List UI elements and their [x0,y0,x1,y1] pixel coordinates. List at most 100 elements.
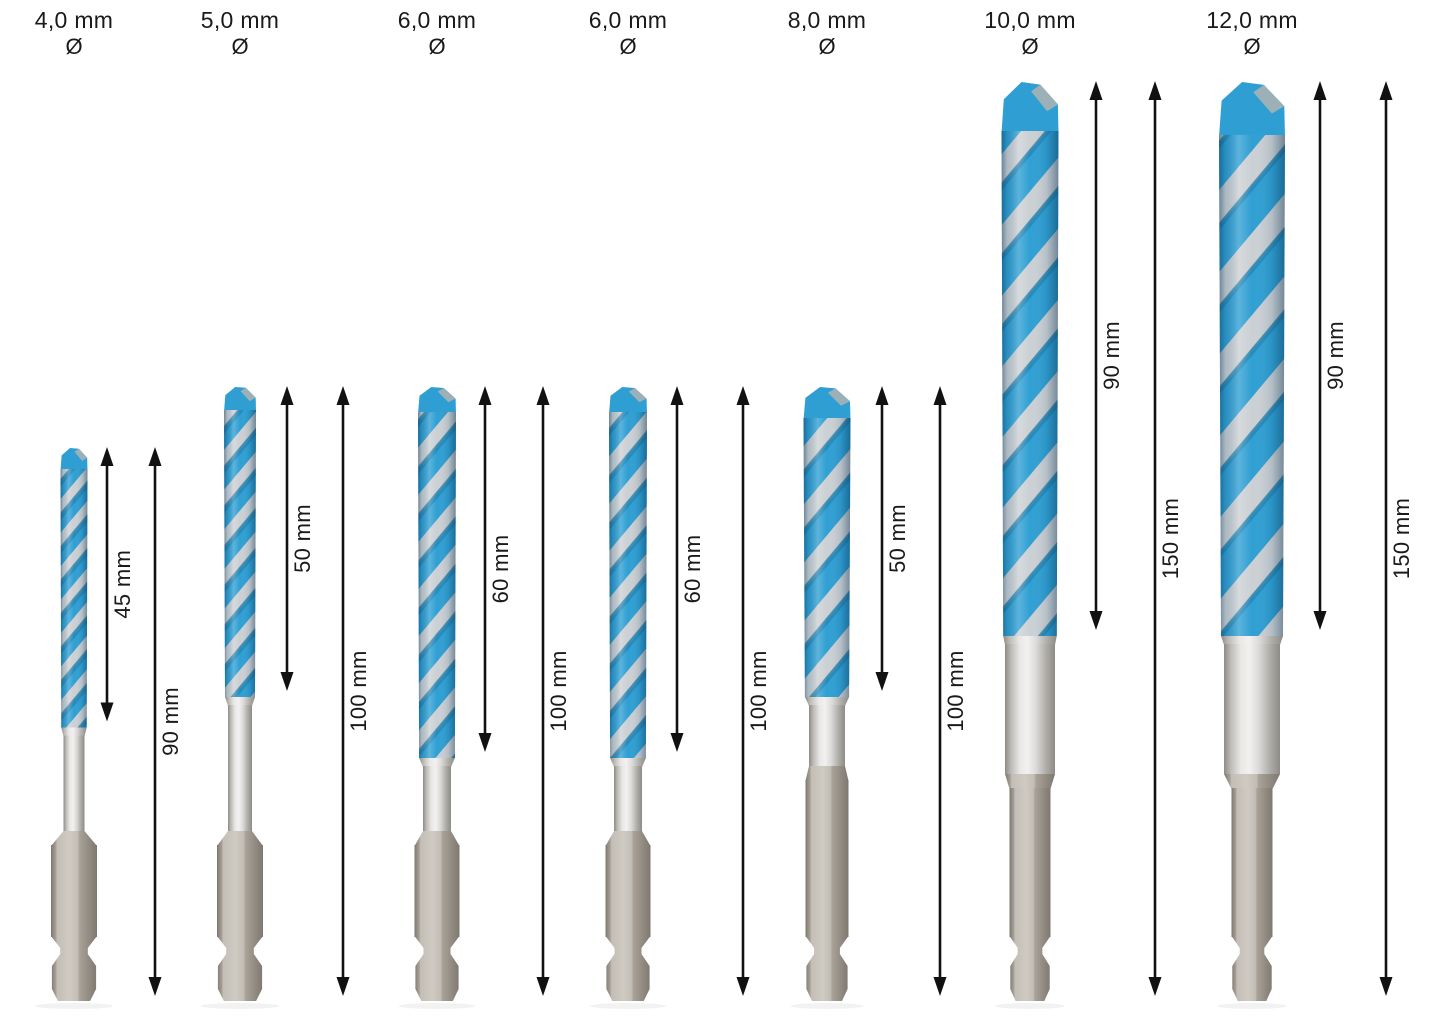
drill-bit [1217,82,1287,1009]
flute-length-dimension: 60 mm [670,386,705,752]
flute-length-label: 50 mm [290,504,315,573]
flute-length-dimension: 90 mm [1313,81,1348,630]
arrowhead-down-icon [875,672,889,691]
shank-transition [61,727,87,737]
shank-transition [804,697,850,706]
flute-length-dimension: 90 mm [1089,81,1124,630]
hex-shank [1231,788,1273,937]
arrowhead-up-icon [148,447,162,466]
hex-groove-end [414,936,460,1001]
arrowhead-up-icon [478,386,492,405]
arrowhead-down-icon [670,733,684,752]
flute-shading [1219,135,1285,636]
total-length-dimension: 150 mm [1379,81,1414,996]
arrowhead-down-icon [1148,977,1162,996]
arrowhead-up-icon [280,386,294,405]
tip-chamfer [74,448,88,461]
shank-transition [1003,636,1057,645]
arrowhead-up-icon [1313,81,1327,100]
hex-taper [414,831,460,846]
tip-chamfer [240,387,256,402]
hex-shank [605,845,651,937]
hex-groove-end [1231,936,1273,1001]
tip-chamfer [1253,84,1285,114]
tip-chamfer [827,388,850,406]
total-length-dimension: 100 mm [933,386,968,996]
drill-bit [995,82,1065,1009]
hex-groove-end [217,936,263,1001]
flute-length-dimension: 50 mm [280,386,315,691]
flute-shading [803,418,851,697]
total-length-label: 90 mm [158,687,183,756]
shank-transition [1221,636,1283,645]
shank-cylinder [809,705,845,766]
drill-bit [589,387,667,1009]
shank-cylinder [1005,644,1055,774]
tip-chamfer [1031,84,1058,112]
flute-length-dimension: 50 mm [875,386,910,691]
arrowhead-up-icon [536,386,550,405]
arrowhead-up-icon [670,386,684,405]
drill-bit [398,387,476,1009]
flute-length-label: 90 mm [1099,321,1124,390]
flute-length-dimension: 45 mm [100,447,135,722]
shank-transition [610,758,646,767]
flute-shading [60,469,88,728]
bit-shadow [200,1003,280,1009]
hex-shank [217,845,263,937]
drill-bit [790,387,864,1009]
shank-cylinder [228,705,252,831]
flute-length-label: 45 mm [110,550,135,619]
flute-shading [609,412,647,758]
flute-length-label: 90 mm [1323,321,1348,390]
arrowhead-down-icon [336,977,350,996]
total-length-dimension: 100 mm [536,386,571,996]
hex-groove-end [605,936,651,1001]
hex-taper [1005,774,1055,789]
bit-shadow [589,1003,667,1009]
total-length-label: 100 mm [746,650,771,731]
bit-shadow [1217,1003,1287,1009]
hex-taper [217,831,263,846]
arrowhead-down-icon [536,977,550,996]
arrowhead-down-icon [736,977,750,996]
drill-bit [200,387,280,1009]
flute-length-dimension: 60 mm [478,386,513,752]
arrowhead-up-icon [1148,81,1162,100]
hex-groove-end [805,936,849,1001]
shank-transition [419,758,455,767]
hex-shank [805,780,849,937]
arrowhead-up-icon [1089,81,1103,100]
bit-shadow [995,1003,1065,1009]
hex-groove-end [1009,936,1051,1001]
arrowhead-up-icon [100,447,114,466]
hex-shank [1009,788,1051,937]
arrowhead-up-icon [875,386,889,405]
hex-shank [51,845,97,937]
bit-shadow [790,1003,864,1009]
bit-shadow [34,1003,114,1009]
total-length-label: 100 mm [346,650,371,731]
hex-taper [805,766,849,781]
arrowhead-down-icon [1379,977,1393,996]
flute-length-label: 60 mm [680,535,705,604]
shank-cylinder [63,735,85,831]
flute-shading [1001,131,1059,636]
arrowhead-down-icon [933,977,947,996]
tip-chamfer [628,388,647,403]
bit-shadow [398,1003,476,1009]
shank-transition [225,697,255,706]
hex-shank [414,845,460,937]
drill-bit [34,448,114,1009]
arrowhead-up-icon [736,386,750,405]
hex-groove-end [51,936,97,1001]
arrowhead-down-icon [478,733,492,752]
arrowhead-down-icon [1313,611,1327,630]
flute-length-label: 60 mm [488,535,513,604]
flute-length-label: 50 mm [885,504,910,573]
total-length-dimension: 100 mm [336,386,371,996]
total-length-dimension: 90 mm [148,447,183,996]
arrowhead-up-icon [933,386,947,405]
arrowhead-down-icon [1089,611,1103,630]
